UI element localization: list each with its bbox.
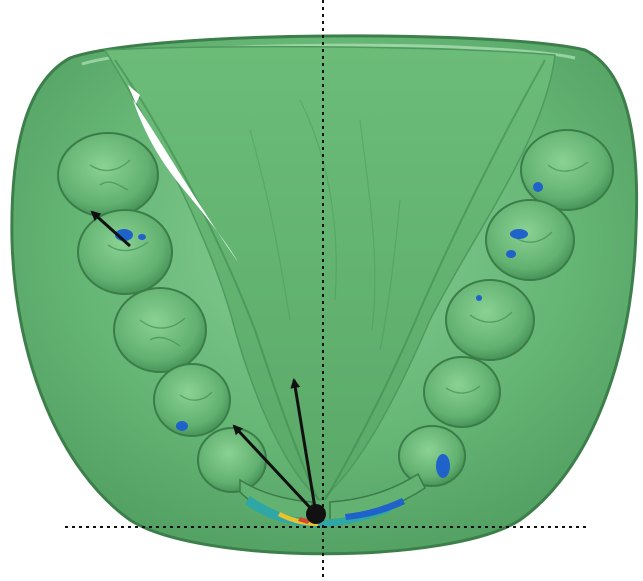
deviation-patch-blue [436,454,450,478]
deviation-patch-blue [506,250,516,258]
deviation-patch-blue [138,234,146,240]
tooth-left-5 [198,428,266,492]
tooth-right-5 [399,426,465,486]
deviation-patch-blue [476,295,482,301]
tooth-right-4 [424,357,500,427]
tooth-right-3 [446,280,534,360]
deviation-patch-blue [510,229,528,239]
tooth-right-1 [521,130,613,210]
incisal-reference-point [306,504,326,524]
deviation-patch-blue [176,421,188,431]
tooth-left-3 [114,288,206,372]
tooth-right-2 [486,200,574,280]
tooth-left-2 [78,210,172,294]
tooth-left-1 [58,133,158,217]
deviation-patch-blue [533,182,543,192]
